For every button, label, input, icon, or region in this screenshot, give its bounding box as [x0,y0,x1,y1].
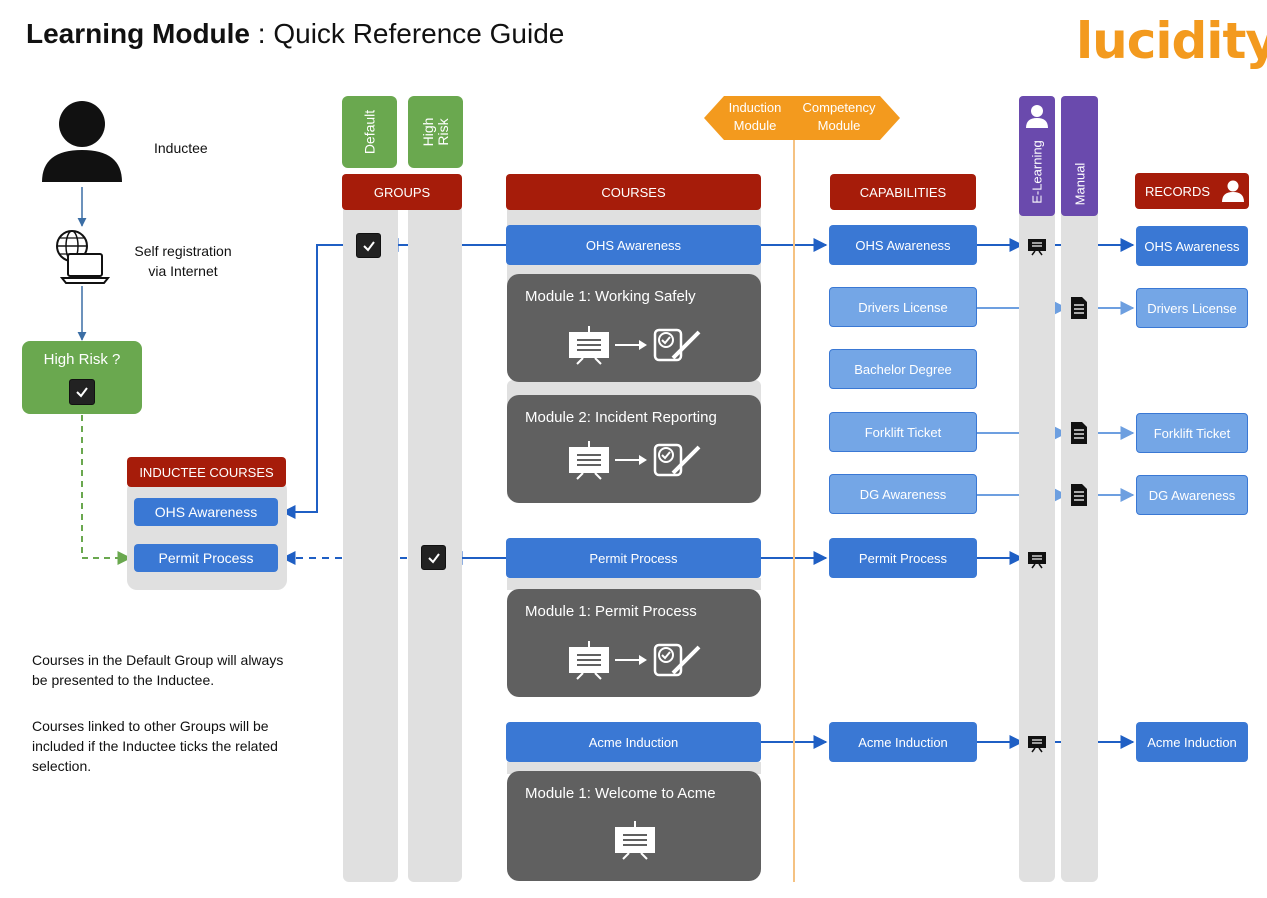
high-risk-checkbox[interactable] [69,379,95,405]
presentation-to-assessment-icon [569,326,701,365]
module-permit-process[interactable]: Module 1: Permit Process [507,589,761,697]
user-icon [1222,180,1245,202]
high-risk-group-lane [408,200,462,882]
self-registration-label: Self registration via Internet [134,243,232,279]
inductee-courses-panel [127,480,287,590]
document-icon [1071,484,1087,506]
inductee-course-permit[interactable]: Permit Process [134,544,278,572]
record-ohs-awareness[interactable]: OHS Awareness [1136,226,1248,266]
module-welcome-to-acme[interactable]: Module 1: Welcome to Acme [507,771,761,881]
capability-bachelor-degree[interactable]: Bachelor Degree [829,349,977,389]
presentation-icon [615,821,655,860]
method-tab-elearning[interactable]: E-Learning [1019,96,1055,216]
capability-forklift-ticket[interactable]: Forklift Ticket [829,412,977,452]
records-header: RECORDS [1135,173,1249,209]
method-elearning-label: E-Learning [1029,140,1045,204]
default-group-lane [343,200,398,882]
groups-header: GROUPS [342,174,462,210]
course-acme-induction[interactable]: Acme Induction [506,722,761,762]
method-tab-manual[interactable]: Manual [1061,96,1098,216]
course-permit-process[interactable]: Permit Process [506,538,761,578]
inductee-label: Inductee [154,140,208,156]
group-tab-default[interactable]: Default [342,96,397,168]
capability-dg-awareness[interactable]: DG Awareness [829,474,977,514]
high-risk-label: High Risk ? [43,351,121,368]
module-working-safely[interactable]: Module 1: Working Safely [507,274,761,382]
lucidity-logo: lucidityTM [1076,12,1267,70]
capability-ohs-awareness[interactable]: OHS Awareness [829,225,977,265]
capability-drivers-license[interactable]: Drivers License [829,287,977,327]
high-risk-group-checkbox[interactable] [421,545,446,570]
default-group-checkbox[interactable] [356,233,381,258]
note-other-groups: Courses linked to other Groups will be i… [32,718,278,774]
record-forklift-ticket[interactable]: Forklift Ticket [1136,413,1248,453]
method-manual-label: Manual [1072,162,1087,206]
checkmark-icon [427,552,440,564]
page-title: Learning Module : Quick Reference Guide [26,18,565,49]
capability-permit-process[interactable]: Permit Process [829,538,977,578]
capabilities-header: CAPABILITIES [830,174,976,210]
user-icon [42,101,122,182]
checkmark-icon [362,240,375,252]
inductee-courses-header: INDUCTEE COURSES [127,457,286,487]
checkmark-icon [76,387,88,398]
module-title: Module 1: Working Safely [525,288,696,305]
presentation-icon [1028,736,1046,753]
record-drivers-license[interactable]: Drivers License [1136,288,1248,328]
induction-module-label: Induction Module [728,100,782,133]
group-tab-high-risk[interactable]: High Risk [408,96,463,168]
note-default-group: Courses in the Default Group will always… [32,652,284,688]
module-incident-reporting[interactable]: Module 2: Incident Reporting [507,395,761,503]
courses-header: COURSES [506,174,761,210]
courses-lane-3 [507,578,761,590]
presentation-to-assessment-icon [569,441,701,480]
document-icon [1071,297,1087,319]
presentation-icon [1028,552,1046,569]
competency-module-label: Competency Module [802,100,876,133]
capability-acme-induction[interactable]: Acme Induction [829,722,977,762]
module-boundary-line [793,96,795,882]
user-icon [1026,105,1048,128]
module-title: Module 1: Permit Process [525,603,697,620]
module-title: Module 2: Incident Reporting [525,409,717,426]
record-dg-awareness[interactable]: DG Awareness [1136,475,1248,515]
inductee-course-ohs[interactable]: OHS Awareness [134,498,278,526]
group-tab-high-risk-label: High Risk [419,117,451,147]
presentation-icon [1028,239,1046,256]
module-boundary-banner [704,96,900,140]
document-icon [1071,422,1087,444]
presentation-to-assessment-icon [569,641,701,680]
elearning-lane [1019,200,1055,882]
records-header-label: RECORDS [1145,183,1211,199]
globe-laptop-icon [56,230,111,284]
group-tab-default-label: Default [361,109,377,155]
course-ohs-awareness[interactable]: OHS Awareness [506,225,761,265]
module-title: Module 1: Welcome to Acme [525,785,716,802]
record-acme-induction[interactable]: Acme Induction [1136,722,1248,762]
